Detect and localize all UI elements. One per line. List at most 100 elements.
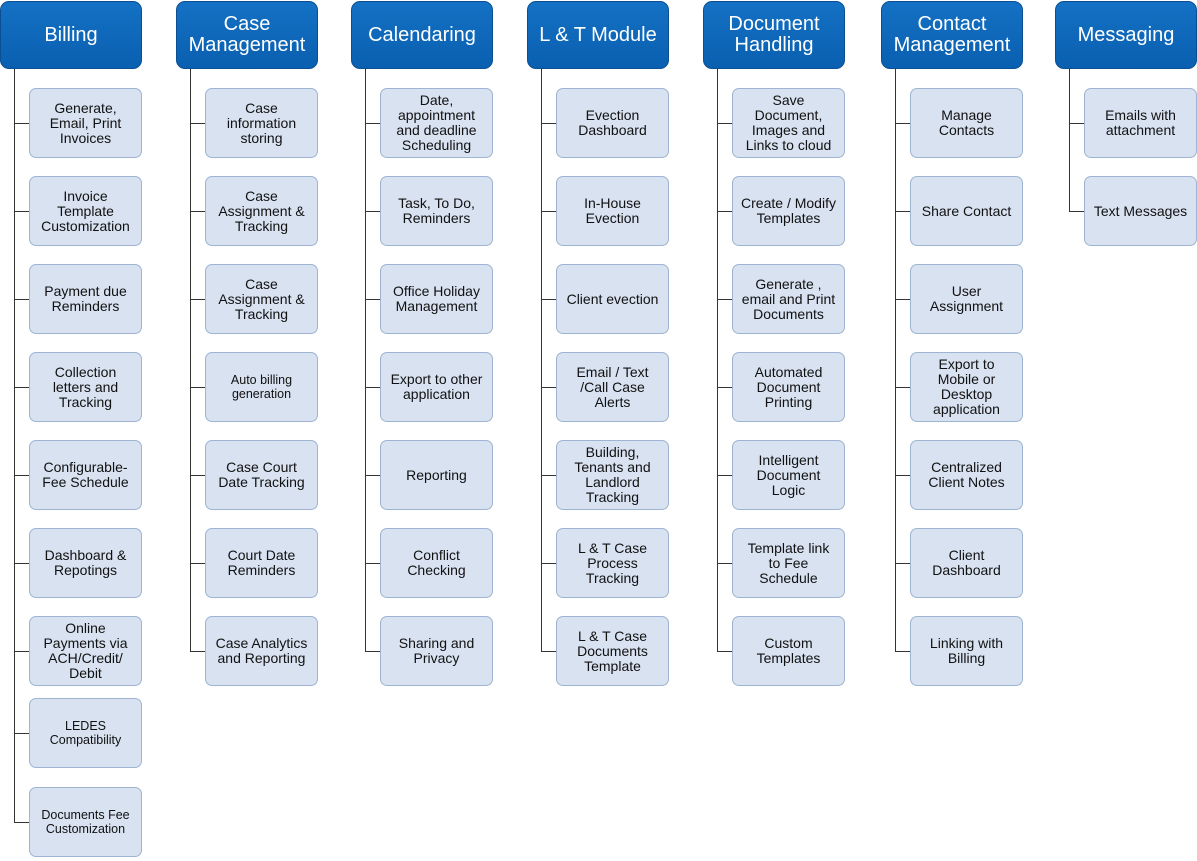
connector-branch: [365, 651, 380, 652]
connector-branch: [190, 475, 205, 476]
connector-branch: [717, 475, 732, 476]
feature-card: Building, Tenants and Landlord Tracking: [556, 440, 669, 510]
feature-card: Auto billing generation: [205, 352, 318, 422]
feature-card: Email / Text /Call Case Alerts: [556, 352, 669, 422]
connector-branch: [14, 299, 29, 300]
connector-branch: [717, 563, 732, 564]
feature-card: Export to other application: [380, 352, 493, 422]
feature-card: Emails with attachment: [1084, 88, 1197, 158]
connector-branch: [717, 387, 732, 388]
connector-branch: [190, 563, 205, 564]
feature-card: Court Date Reminders: [205, 528, 318, 598]
connector-branch: [541, 651, 556, 652]
feature-card: Payment due Reminders: [29, 264, 142, 334]
connector-branch: [541, 211, 556, 212]
connector-branch: [14, 387, 29, 388]
feature-card: Collection letters and Tracking: [29, 352, 142, 422]
connector-branch: [14, 123, 29, 124]
feature-card: Save Document, Images and Links to cloud: [732, 88, 845, 158]
column-header-billing: Billing: [0, 1, 142, 69]
column-header-calendaring: Calendaring: [351, 1, 493, 69]
feature-card: Case Analytics and Reporting: [205, 616, 318, 686]
feature-card: Client evection: [556, 264, 669, 334]
column-header-contact-management: Contact Management: [881, 1, 1023, 69]
feature-card: Invoice Template Customization: [29, 176, 142, 246]
feature-card: L & T Case Process Tracking: [556, 528, 669, 598]
connector-branch: [14, 822, 29, 823]
connector-branch: [14, 733, 29, 734]
feature-card: Dashboard & Repotings: [29, 528, 142, 598]
feature-card: Evection Dashboard: [556, 88, 669, 158]
feature-card: Export to Mobile or Desktop application: [910, 352, 1023, 422]
feature-card: Intelligent Document Logic: [732, 440, 845, 510]
connector-branch: [541, 299, 556, 300]
connector-branch: [541, 563, 556, 564]
connector-branch: [365, 211, 380, 212]
connector-branch: [190, 651, 205, 652]
feature-card: Linking with Billing: [910, 616, 1023, 686]
feature-card: Case Assignment & Tracking: [205, 176, 318, 246]
connector-branch: [541, 387, 556, 388]
connector-trunk: [365, 69, 366, 652]
connector-branch: [14, 211, 29, 212]
feature-card: Custom Templates: [732, 616, 845, 686]
connector-branch: [895, 651, 910, 652]
feature-card: Configurable- Fee Schedule: [29, 440, 142, 510]
feature-card: Create / Modify Templates: [732, 176, 845, 246]
column-header-lt-module: L & T Module: [527, 1, 669, 69]
connector-branch: [895, 387, 910, 388]
feature-card: Reporting: [380, 440, 493, 510]
feature-card: Template link to Fee Schedule: [732, 528, 845, 598]
feature-card: Office Holiday Management: [380, 264, 493, 334]
connector-branch: [1069, 211, 1084, 212]
feature-card: Task, To Do, Reminders: [380, 176, 493, 246]
connector-trunk: [541, 69, 542, 652]
connector-branch: [190, 299, 205, 300]
feature-card: Generate , email and Print Documents: [732, 264, 845, 334]
connector-branch: [895, 123, 910, 124]
connector-branch: [14, 475, 29, 476]
feature-card: Generate, Email, Print Invoices: [29, 88, 142, 158]
feature-card: Documents Fee Customization: [29, 787, 142, 857]
connector-branch: [895, 475, 910, 476]
column-header-document-handling: Document Handling: [703, 1, 845, 69]
connector-branch: [1069, 123, 1084, 124]
connector-trunk: [717, 69, 718, 652]
feature-card: Centralized Client Notes: [910, 440, 1023, 510]
connector-branch: [365, 123, 380, 124]
connector-branch: [717, 651, 732, 652]
feature-card: Share Contact: [910, 176, 1023, 246]
feature-card: Date, appointment and deadline Schedulin…: [380, 88, 493, 158]
connector-branch: [717, 123, 732, 124]
feature-card: Client Dashboard: [910, 528, 1023, 598]
feature-card: Case Court Date Tracking: [205, 440, 318, 510]
connector-branch: [14, 651, 29, 652]
connector-branch: [190, 123, 205, 124]
column-header-messaging: Messaging: [1055, 1, 1197, 69]
connector-branch: [717, 211, 732, 212]
feature-card: L & T Case Documents Template: [556, 616, 669, 686]
column-header-case-management: Case Management: [176, 1, 318, 69]
connector-branch: [717, 299, 732, 300]
connector-branch: [895, 299, 910, 300]
feature-card: LEDES Compatibility: [29, 698, 142, 768]
feature-card: Automated Document Printing: [732, 352, 845, 422]
connector-branch: [541, 475, 556, 476]
connector-branch: [365, 387, 380, 388]
feature-card: Conflict Checking: [380, 528, 493, 598]
connector-branch: [895, 211, 910, 212]
connector-trunk: [190, 69, 191, 652]
feature-card: Manage Contacts: [910, 88, 1023, 158]
connector-branch: [365, 475, 380, 476]
feature-card: Sharing and Privacy: [380, 616, 493, 686]
feature-card: Text Messages: [1084, 176, 1197, 246]
connector-trunk: [895, 69, 896, 652]
connector-branch: [895, 563, 910, 564]
connector-branch: [190, 211, 205, 212]
feature-card: Case information storing: [205, 88, 318, 158]
